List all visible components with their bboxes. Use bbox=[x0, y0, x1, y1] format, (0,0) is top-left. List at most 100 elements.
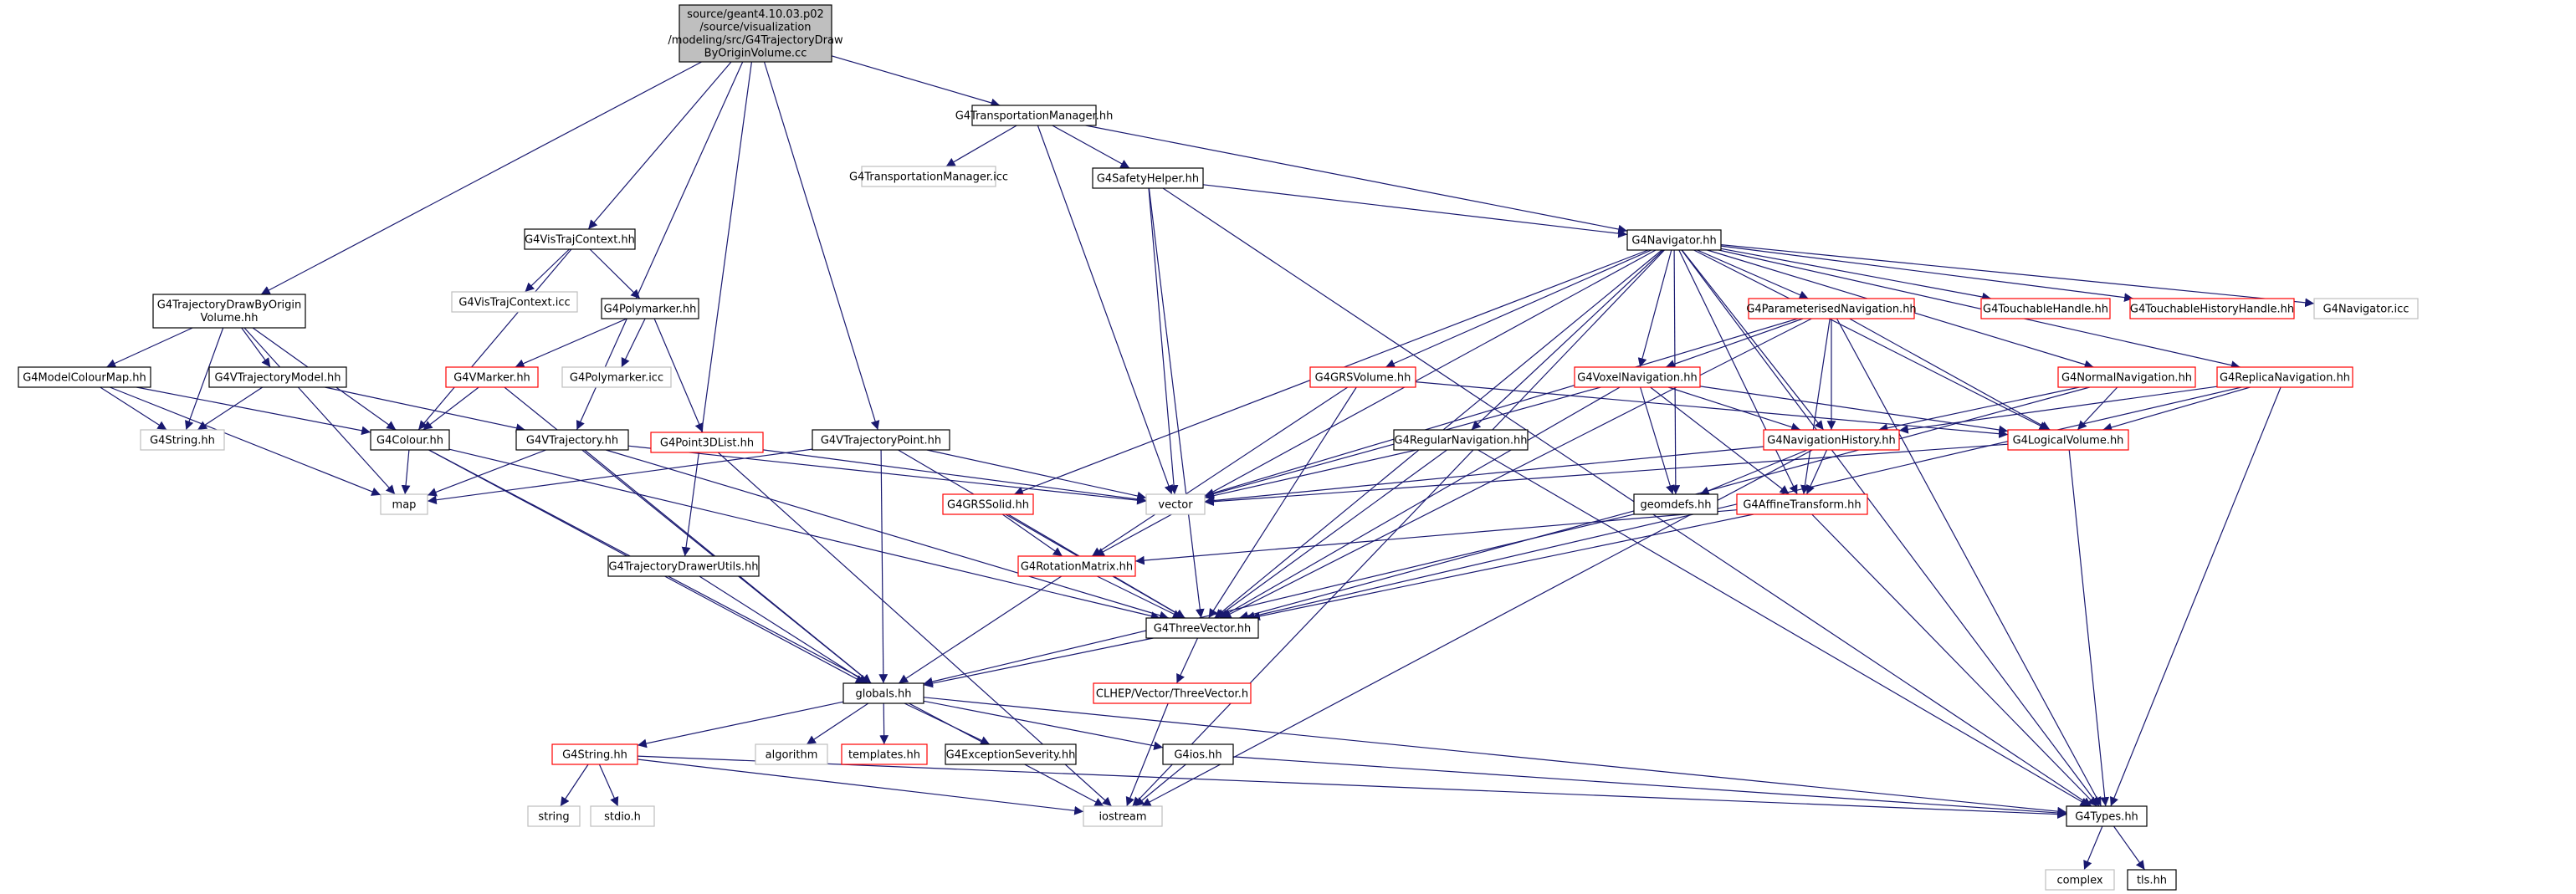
node-g4string_top[interactable]: G4String.hh bbox=[140, 429, 225, 451]
node-box bbox=[1393, 429, 1529, 451]
edge-transportmgr-to-safetyhelper bbox=[1052, 125, 1130, 169]
node-colour[interactable]: G4Colour.hh bbox=[370, 429, 450, 451]
edge-safetyhelper-to-threevector bbox=[1148, 187, 1205, 619]
node-label: ByOriginVolume.cc bbox=[704, 48, 807, 60]
node-label: iostream bbox=[1099, 810, 1146, 823]
node-tls[interactable]: tls.hh bbox=[2127, 869, 2177, 891]
node-iostream[interactable]: iostream bbox=[1083, 805, 1163, 827]
node-templates[interactable]: templates.hh bbox=[841, 743, 928, 765]
node-box bbox=[1763, 429, 1900, 451]
node-box bbox=[755, 743, 828, 765]
node-navigator[interactable]: G4Navigator.hh bbox=[1626, 229, 1722, 251]
node-vtrajpoint[interactable]: G4VTrajectoryPoint.hh bbox=[812, 429, 950, 451]
node-box bbox=[945, 743, 1077, 765]
node-touchablehistoryhandle[interactable]: G4TouchableHistoryHandle.hh bbox=[2129, 298, 2295, 319]
node-safetyhelper[interactable]: G4SafetyHelper.hh bbox=[1092, 167, 1204, 189]
node-paramnav[interactable]: G4ParameterisedNavigation.hh bbox=[1746, 298, 1917, 319]
node-transportmgr[interactable]: G4TransportationManager.hh bbox=[955, 105, 1114, 126]
node-vector[interactable]: vector bbox=[1145, 493, 1206, 515]
edge-root-to-vistrajcontext bbox=[587, 61, 732, 230]
edge-safetyhelper-to-vector bbox=[1148, 187, 1179, 495]
node-voxelnav[interactable]: G4VoxelNavigation.hh bbox=[1574, 366, 1701, 388]
node-algorithm[interactable]: algorithm bbox=[755, 743, 828, 765]
node-replicanav[interactable]: G4ReplicaNavigation.hh bbox=[2216, 366, 2353, 388]
node-box bbox=[445, 366, 539, 388]
edge-geomdefs-to-globals bbox=[923, 513, 1635, 687]
node-label: G4NavigationHistory.hh bbox=[1767, 434, 1895, 447]
node-box bbox=[2216, 366, 2353, 388]
edge-vistrajcontext-to-vistrajcontext_icc bbox=[525, 248, 570, 293]
node-complex[interactable]: complex bbox=[2045, 869, 2115, 891]
node-threevector[interactable]: G4ThreeVector.hh bbox=[1145, 617, 1259, 639]
edge-safetyhelper-to-g4types bbox=[1162, 187, 2092, 807]
edge-threevector-to-globals bbox=[923, 637, 1154, 688]
node-navigator_icc[interactable]: G4Navigator.icc bbox=[2313, 298, 2419, 319]
edge-navigator-to-g4types bbox=[1681, 249, 2100, 807]
node-box bbox=[1309, 366, 1416, 388]
node-affinetransform[interactable]: G4AffineTransform.hh bbox=[1736, 493, 1868, 515]
edge-vtrajpoint-to-vector bbox=[926, 449, 1147, 501]
node-point3dlist[interactable]: G4Point3DList.hh bbox=[650, 432, 764, 453]
node-map[interactable]: map bbox=[380, 493, 428, 515]
edge-paramnav-to-threevector bbox=[1221, 318, 1812, 619]
node-vistrajcontext_icc[interactable]: G4VisTrajContext.icc bbox=[451, 291, 578, 313]
node-box bbox=[380, 493, 428, 515]
edge-safetyhelper-to-navigator bbox=[1202, 184, 1628, 238]
node-polymarker_icc[interactable]: G4Polymarker.icc bbox=[561, 366, 672, 388]
edge-navigator-to-navhistory bbox=[1681, 249, 1825, 431]
node-g4ios[interactable]: G4ios.hh bbox=[1162, 743, 1234, 765]
edge-trajdrawbyorigin-to-map bbox=[243, 327, 396, 495]
node-box bbox=[1748, 298, 1915, 319]
edge-g4ios-to-g4types bbox=[1232, 756, 2067, 818]
node-string[interactable]: string bbox=[527, 805, 581, 827]
node-label: G4Polymarker.hh bbox=[604, 303, 697, 315]
node-grssolid[interactable]: G4GRSSolid.hh bbox=[942, 493, 1034, 515]
node-label: G4ReplicaNavigation.hh bbox=[2220, 371, 2350, 384]
node-vtrajectory[interactable]: G4VTrajectory.hh bbox=[515, 429, 629, 451]
edge-navhistory-to-geomdefs bbox=[1699, 449, 1808, 495]
node-grsvolume[interactable]: G4GRSVolume.hh bbox=[1309, 366, 1416, 388]
node-box bbox=[2057, 366, 2196, 388]
node-box bbox=[2313, 298, 2419, 319]
node-label: G4Point3DList.hh bbox=[660, 437, 754, 449]
node-clhep3v[interactable]: CLHEP/Vector/ThreeVector.h bbox=[1093, 682, 1252, 704]
node-polymarker[interactable]: G4Polymarker.hh bbox=[601, 298, 699, 319]
node-label: G4GRSVolume.hh bbox=[1315, 371, 1411, 384]
node-modelcolourmap[interactable]: G4ModelColourMap.hh bbox=[18, 366, 151, 388]
node-label: G4String.hh bbox=[150, 434, 215, 447]
node-g4string_bottom[interactable]: G4String.hh bbox=[551, 743, 638, 765]
node-box bbox=[679, 4, 832, 63]
node-stdio[interactable]: stdio.h bbox=[590, 805, 655, 827]
node-geomdefs[interactable]: geomdefs.hh bbox=[1633, 493, 1718, 515]
node-label: G4NormalNavigation.hh bbox=[2061, 371, 2192, 384]
edge-replicanav-to-navhistory bbox=[1898, 386, 2218, 434]
node-regularnav[interactable]: G4RegularNavigation.hh bbox=[1393, 429, 1529, 451]
node-exceptionseverity[interactable]: G4ExceptionSeverity.hh bbox=[945, 743, 1077, 765]
node-label: G4TrajectoryDrawerUtils.hh bbox=[608, 560, 758, 573]
node-label: CLHEP/Vector/ThreeVector.h bbox=[1096, 687, 1248, 700]
edge-navigator-to-replicanav bbox=[1718, 249, 2241, 370]
node-vtrajmodel[interactable]: G4VTrajectoryModel.hh bbox=[208, 366, 347, 388]
node-box bbox=[1574, 366, 1701, 388]
edge-paramnav-to-vector bbox=[1204, 318, 1798, 498]
edge-paramnav-to-logicalvolume bbox=[1849, 318, 2051, 431]
edge-g4string_bottom-to-g4types bbox=[637, 755, 2067, 819]
node-rotationmatrix[interactable]: G4RotationMatrix.hh bbox=[1017, 555, 1136, 577]
node-g4types[interactable]: G4Types.hh bbox=[2066, 805, 2148, 827]
node-globals[interactable]: globals.hh bbox=[842, 682, 924, 704]
node-normalnav[interactable]: G4NormalNavigation.hh bbox=[2057, 366, 2196, 388]
node-transportmgr_icc[interactable]: G4TransportationManager.icc bbox=[849, 166, 1008, 187]
node-touchablehandle[interactable]: G4TouchableHandle.hh bbox=[1980, 298, 2111, 319]
node-trajdrawerutils[interactable]: G4TrajectoryDrawerUtils.hh bbox=[607, 555, 760, 577]
node-navhistory[interactable]: G4NavigationHistory.hh bbox=[1763, 429, 1900, 451]
edge-navigator-to-touchablehistoryhandle bbox=[1720, 245, 2133, 302]
edge-trajdrawerutils-to-globals bbox=[699, 575, 868, 684]
node-label: G4ExceptionSeverity.hh bbox=[946, 748, 1076, 761]
node-label: algorithm bbox=[766, 748, 818, 761]
node-vmarker[interactable]: G4VMarker.hh bbox=[445, 366, 539, 388]
node-label: G4VMarker.hh bbox=[453, 371, 530, 384]
node-logicalvolume[interactable]: G4LogicalVolume.hh bbox=[2007, 429, 2129, 451]
edge-globals-to-g4ios bbox=[923, 700, 1164, 751]
node-vistrajcontext[interactable]: G4VisTrajContext.hh bbox=[524, 228, 636, 250]
